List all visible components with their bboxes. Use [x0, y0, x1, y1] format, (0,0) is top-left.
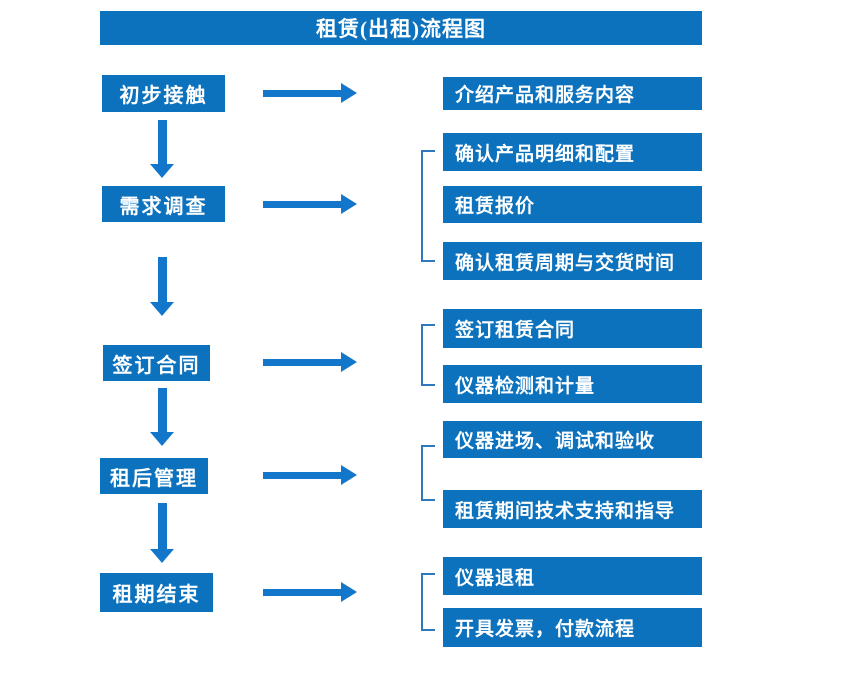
arrow-shaft — [157, 503, 167, 549]
detail-box: 租赁报价 — [443, 186, 702, 223]
step-box-post-rental-mgmt: 租后管理 — [100, 458, 208, 494]
arrow-head — [341, 194, 357, 214]
right-arrow — [263, 83, 357, 103]
arrow-shaft — [263, 472, 341, 479]
right-arrow — [263, 352, 357, 372]
detail-box: 仪器检测和计量 — [443, 365, 702, 403]
arrow-shaft — [263, 359, 341, 366]
detail-box: 仪器退租 — [443, 557, 702, 595]
detail-box: 仪器进场、调试和验收 — [443, 421, 702, 458]
arrow-head — [150, 302, 174, 316]
arrow-head — [150, 164, 174, 178]
down-arrow — [150, 503, 174, 563]
arrow-shaft — [157, 120, 167, 164]
down-arrow — [150, 257, 174, 316]
group-bracket — [421, 445, 435, 501]
detail-box: 确认租赁周期与交货时间 — [443, 242, 702, 280]
detail-box: 确认产品明细和配置 — [443, 133, 702, 171]
arrow-shaft — [263, 589, 341, 596]
arrow-head — [150, 549, 174, 563]
arrow-shaft — [263, 90, 341, 97]
arrow-head — [341, 83, 357, 103]
arrow-head — [341, 582, 357, 602]
step-box-initial-contact: 初步接触 — [102, 75, 225, 112]
detail-box: 租赁期间技术支持和指导 — [443, 490, 702, 528]
step-box-sign-contract: 签订合同 — [103, 345, 210, 381]
group-bracket — [421, 324, 435, 386]
flowchart-title: 租赁(出租)流程图 — [100, 11, 702, 45]
arrow-shaft — [157, 388, 167, 432]
arrow-shaft — [263, 201, 341, 208]
right-arrow — [263, 465, 357, 485]
group-bracket — [421, 573, 435, 631]
right-arrow — [263, 582, 357, 602]
group-bracket — [421, 150, 435, 262]
arrow-head — [341, 352, 357, 372]
step-box-demand-survey: 需求调查 — [102, 186, 225, 222]
arrow-head — [341, 465, 357, 485]
detail-box: 签订租赁合同 — [443, 309, 702, 348]
arrow-shaft — [157, 257, 167, 302]
detail-box: 开具发票，付款流程 — [443, 608, 702, 647]
right-arrow — [263, 194, 357, 214]
detail-box: 介绍产品和服务内容 — [443, 77, 702, 110]
arrow-head — [150, 432, 174, 446]
down-arrow — [150, 388, 174, 446]
step-box-rental-end: 租期结束 — [100, 573, 213, 612]
down-arrow — [150, 120, 174, 178]
